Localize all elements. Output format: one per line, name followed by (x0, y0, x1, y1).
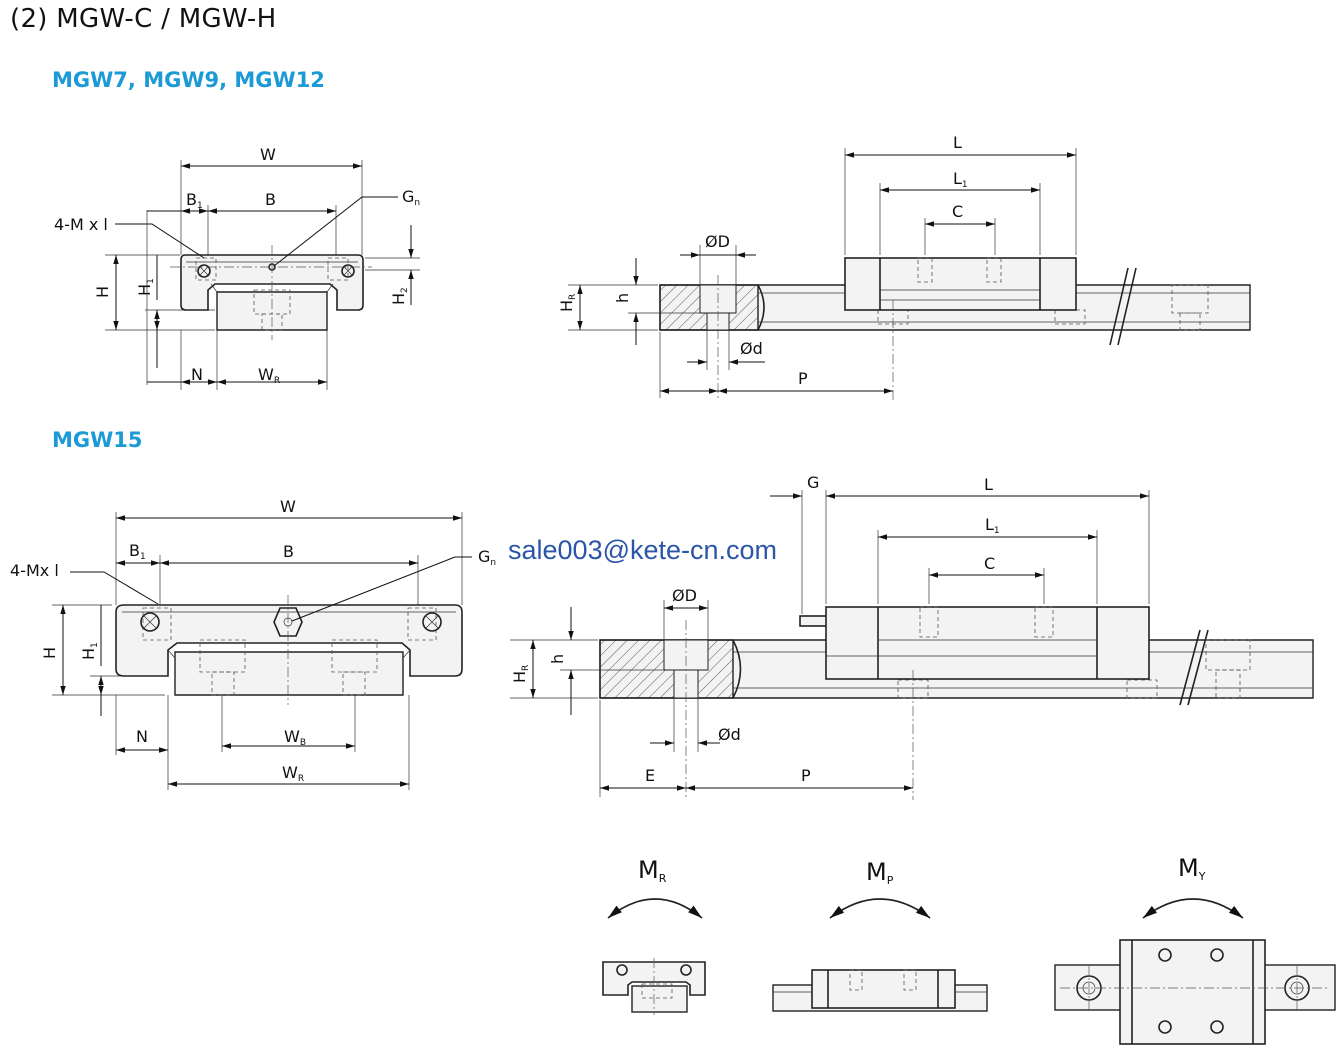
label-P: P (801, 766, 811, 785)
moment-mp-label: MP (866, 858, 894, 887)
label-D: ØD (672, 586, 697, 605)
mgw15-side-view (510, 490, 1314, 800)
label-E: E (645, 766, 655, 785)
label-L1: L1 (953, 169, 968, 190)
moment-my: MY (1054, 854, 1336, 1045)
label-D: ØD (705, 232, 730, 251)
label-W: W (260, 145, 276, 164)
small-side-labels: L L1 C ØD HR h Ød P (557, 133, 968, 388)
label-d: Ød (740, 339, 763, 358)
mgw15-front-labels: W B1 B Gn 4-Mx l H H1 N WB WR (10, 497, 496, 784)
mgw15-side-labels: G L L1 C ØD HR h Ød E P (510, 473, 1000, 785)
label-H: H (93, 286, 112, 298)
label-H2: H2 (389, 287, 410, 305)
label-h: h (548, 654, 567, 664)
label-L: L (953, 133, 962, 152)
label-d: Ød (718, 725, 741, 744)
label-P: P (798, 369, 808, 388)
page-title: (2) MGW-C / MGW-H (10, 4, 277, 34)
label-mxl: 4-M x l (54, 215, 108, 234)
moment-my-label: MY (1178, 854, 1206, 883)
label-B1: B1 (129, 541, 146, 562)
small-front-view (105, 160, 420, 390)
small-front-labels: W B1 B Gn 4-M x l H H1 H2 N WR (54, 145, 420, 386)
label-W: W (280, 497, 296, 516)
label-C: C (984, 554, 995, 573)
moment-mr: MR (602, 856, 706, 1015)
moment-mr-label: MR (638, 856, 667, 885)
label-Gn: Gn (478, 547, 496, 568)
small-side-view (568, 148, 1251, 400)
label-C: C (952, 202, 963, 221)
label-G: G (807, 473, 819, 492)
label-H: H (40, 647, 59, 659)
label-Gn: Gn (402, 187, 420, 208)
label-WR: WR (258, 365, 280, 386)
section-title-mgw15: MGW15 (52, 428, 143, 452)
label-HR: HR (557, 294, 578, 312)
label-B: B (265, 190, 276, 209)
section-title-small: MGW7, MGW9, MGW12 (52, 68, 325, 92)
label-H1: H1 (135, 278, 156, 296)
label-HR: HR (510, 665, 531, 683)
watermark-email: sale003@kete-cn.com (508, 535, 778, 565)
label-N: N (191, 365, 203, 384)
mgw15-front-view (52, 512, 472, 790)
label-B: B (283, 542, 294, 561)
label-mxl: 4-Mx l (10, 561, 59, 580)
moment-mp: MP (772, 858, 988, 1012)
label-WR: WR (282, 763, 304, 784)
label-N: N (136, 727, 148, 746)
label-L1: L1 (985, 515, 1000, 536)
label-H1: H1 (79, 642, 100, 660)
label-WB: WB (284, 727, 306, 748)
label-L: L (984, 475, 993, 494)
label-B1: B1 (186, 190, 203, 211)
label-h: h (613, 293, 632, 303)
